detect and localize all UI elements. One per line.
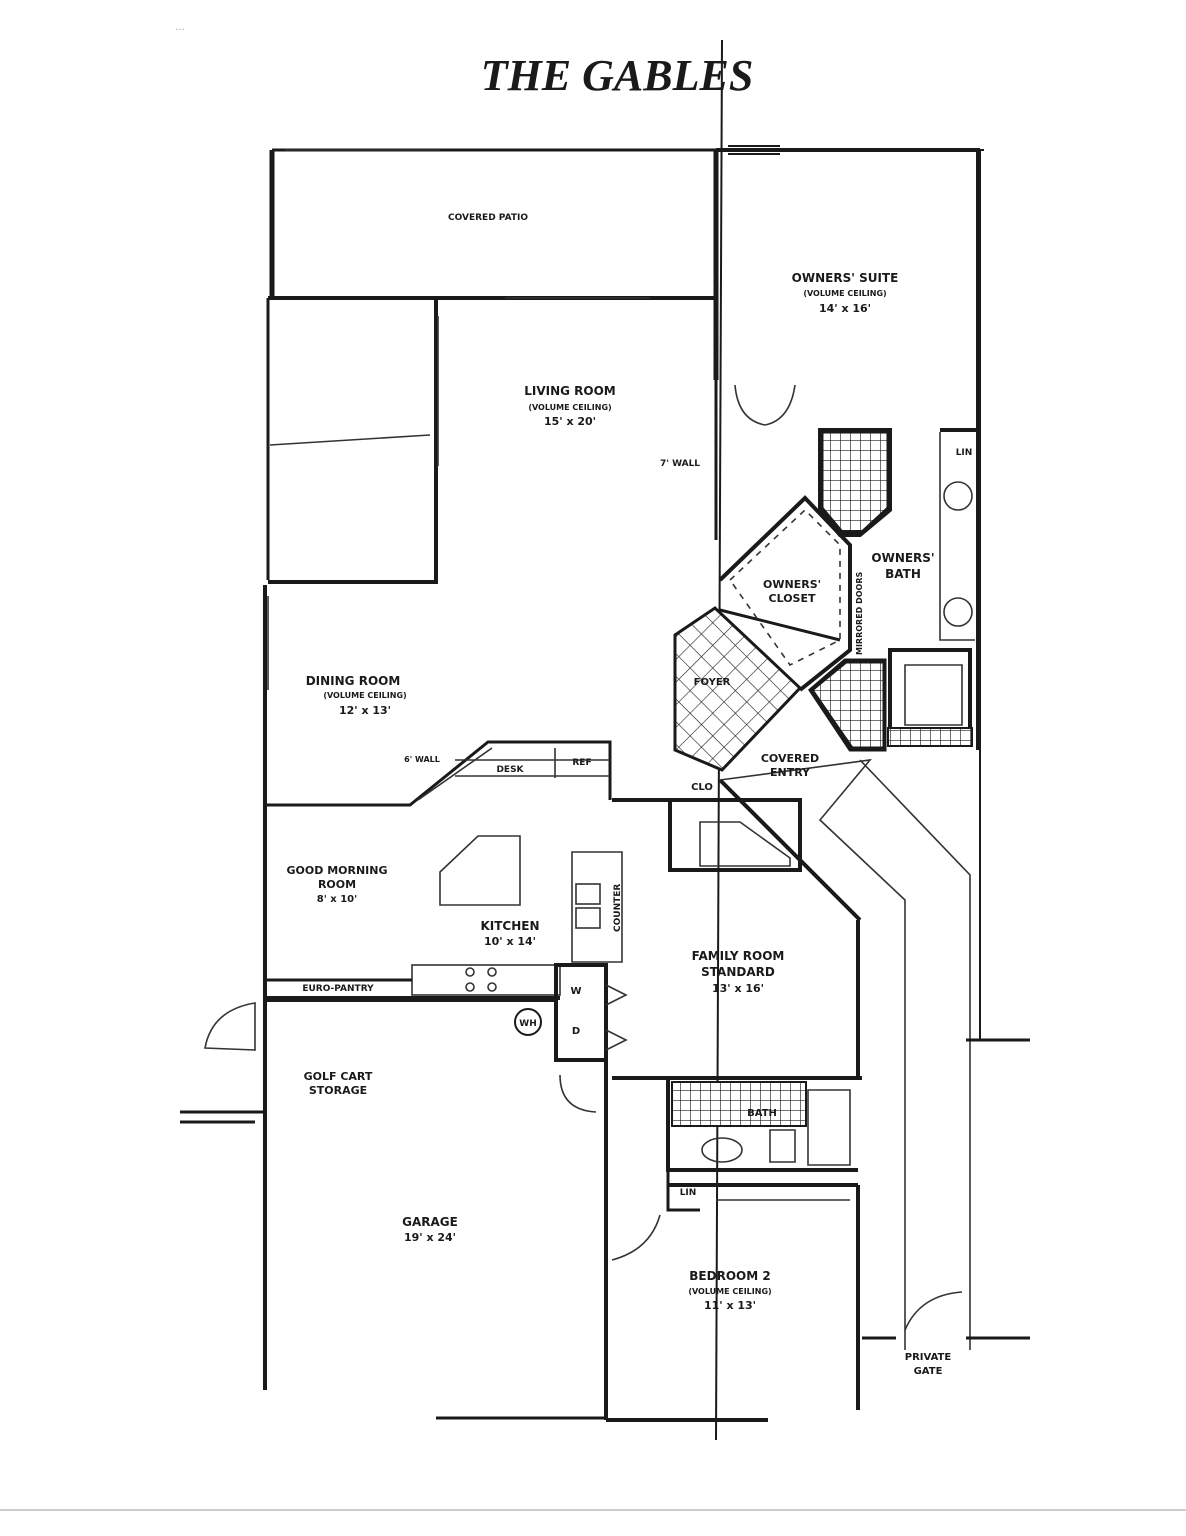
owners-closet-label-2: CLOSET: [769, 592, 816, 605]
family-room-label-2: STANDARD: [701, 965, 775, 979]
ref-label: REF: [572, 758, 591, 768]
golf-cart-label-1: GOLF CART: [304, 1070, 373, 1083]
covered-entry-label-2: ENTRY: [770, 766, 811, 779]
labels: COVERED PATIO OWNERS' SUITE (VOLUME CEIL…: [287, 213, 973, 1377]
counter-label: COUNTER: [613, 884, 623, 932]
kitchen-size: 10' x 14': [484, 935, 536, 948]
living-room-note: (VOLUME CEILING): [528, 403, 611, 412]
good-morning-label-1: GOOD MORNING: [287, 864, 388, 877]
plan-title: THE GABLES: [481, 51, 754, 100]
private-gate-label-1: PRIVATE: [905, 1352, 952, 1363]
bath-tile: [671, 1081, 807, 1127]
private-gate-label-2: GATE: [914, 1366, 943, 1377]
owners-bath-label-2: BATH: [885, 567, 921, 581]
mirrored-doors-label: MIRRORED DOORS: [855, 571, 864, 655]
garage-label: GARAGE: [402, 1215, 458, 1229]
header-scribble: …: [175, 22, 185, 33]
washer-label: W: [570, 986, 581, 997]
kitchen-label: KITCHEN: [480, 919, 539, 933]
foyer-label: FOYER: [694, 677, 731, 688]
owners-suite-size: 14' x 16': [819, 302, 871, 315]
dining-room-size: 12' x 13': [339, 704, 391, 717]
desk-label: DESK: [496, 765, 524, 775]
clo-label: CLO: [691, 782, 713, 793]
owners-closet-label-1: OWNERS': [763, 578, 821, 591]
owners-linen-label: LIN: [956, 448, 973, 458]
bath-label: BATH: [747, 1108, 777, 1119]
dining-room-label: DINING ROOM: [306, 674, 401, 688]
dining-room-note: (VOLUME CEILING): [323, 691, 406, 700]
living-room-size: 15' x 20': [544, 415, 596, 428]
dryer-label: D: [572, 1026, 580, 1037]
owners-suite-note: (VOLUME CEILING): [803, 289, 886, 298]
water-heater-symbol: [514, 1008, 542, 1036]
family-room-size: 13' x 16': [712, 982, 764, 995]
garage-size: 19' x 24': [404, 1231, 456, 1244]
owners-tub-tile: [887, 727, 973, 747]
tiled-areas: [671, 430, 973, 1127]
euro-pantry-label: EURO-PANTRY: [302, 984, 374, 994]
family-room-label-1: FAMILY ROOM: [692, 949, 785, 963]
owners-suite-label: OWNERS' SUITE: [792, 271, 899, 285]
owners-shower-tile: [820, 430, 890, 534]
six-wall-label: 6' WALL: [404, 755, 440, 764]
good-morning-label-2: ROOM: [318, 878, 356, 891]
owners-bath-label-1: OWNERS': [871, 551, 934, 565]
bedroom2-note: (VOLUME CEILING): [688, 1287, 771, 1296]
bedroom2-label: BEDROOM 2: [689, 1269, 770, 1283]
owners-bath-tile: [809, 660, 886, 750]
water-heater-label: WH: [519, 1019, 536, 1029]
covered-patio-label: COVERED PATIO: [448, 213, 528, 223]
good-morning-size: 8' x 10': [317, 894, 357, 905]
walls: [180, 145, 1030, 1422]
covered-entry-label-1: COVERED: [761, 752, 819, 765]
bedroom-linen-label: LIN: [680, 1188, 697, 1198]
seven-wall-label: 7' WALL: [660, 459, 700, 469]
living-room-label: LIVING ROOM: [524, 384, 616, 398]
golf-cart-label-2: STORAGE: [309, 1084, 367, 1097]
foyer-tile: [673, 606, 803, 772]
bedroom2-size: 11' x 13': [704, 1299, 756, 1312]
